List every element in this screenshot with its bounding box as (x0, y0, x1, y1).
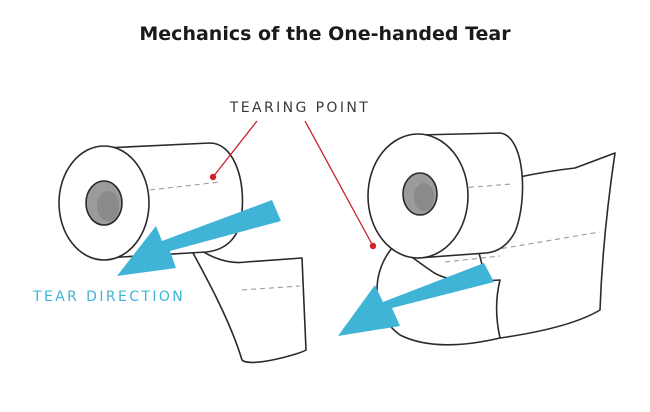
right-roll-loop-perforation (444, 255, 501, 263)
left-roll-hanging-sheet (185, 239, 307, 364)
left-roll-body-perforation (149, 181, 221, 191)
right-roll-long-sheet-perforation (492, 231, 601, 251)
diagram-title: Mechanics of the One-handed Tear (139, 23, 511, 45)
right-tear-direction-arrow (338, 263, 494, 336)
tearing-point-dot-right (369, 242, 377, 250)
left-roll-sheet-perforation (241, 285, 301, 291)
tearing-point-label: TEARING POINT (229, 100, 370, 116)
tearing-point-pointer-right (304, 120, 374, 247)
left-tear-direction-arrow (117, 200, 281, 276)
tear-direction-label: TEAR DIRECTION (32, 289, 185, 305)
tearing-point-dot-left (209, 173, 217, 181)
tearing-point-pointer-left (212, 120, 258, 178)
left-roll (58, 142, 307, 364)
right-roll (367, 132, 616, 346)
